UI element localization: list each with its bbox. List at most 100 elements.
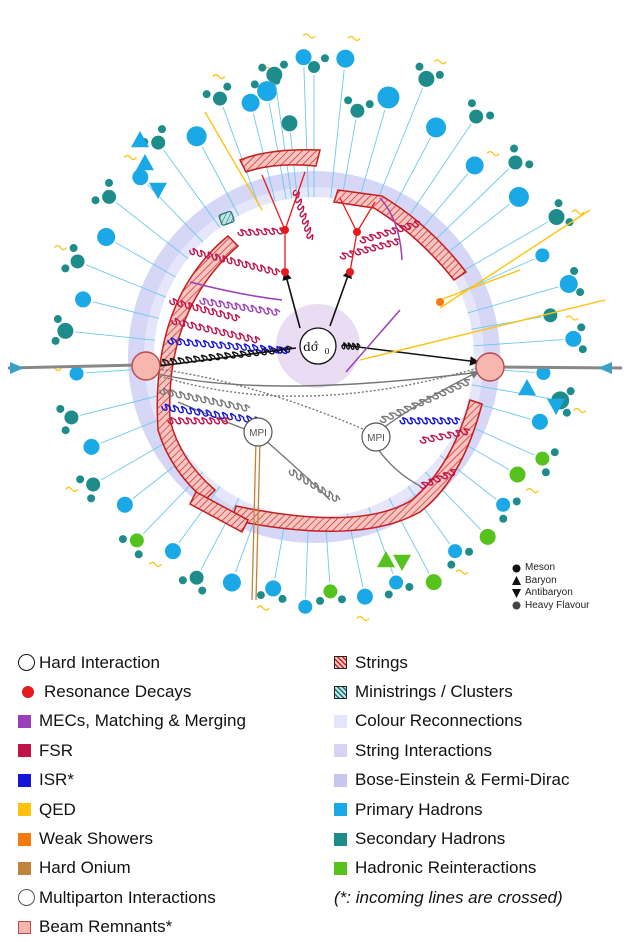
decay-product [525,160,534,169]
hadron [479,528,496,545]
resonance-lines [261,171,376,273]
decay-product [384,590,393,599]
legend-label: Ministrings / Clusters [355,682,513,702]
shape-legend-label: Antibaryon [525,587,573,598]
decay-product [118,535,127,544]
string-segment-top-right [333,189,468,282]
legend-label: FSR [39,740,73,760]
decay-product [499,514,508,523]
hadron-track [178,486,221,544]
photon-wiggle [571,209,585,215]
hadron-track [471,384,550,399]
hadron-track [473,339,564,347]
photon-wiggle [573,407,587,414]
hadron-track [452,221,549,278]
hadron-track [92,301,159,319]
hadron [425,574,442,591]
baryon-triangle [131,131,149,148]
decay-product [550,448,559,457]
legend-label: Weak Showers [39,829,154,849]
hadron-track [201,146,240,216]
hadron [257,81,278,102]
legend-label: String Interactions [355,740,493,760]
legend-item: FSR [18,736,246,765]
hadron-track [115,242,176,278]
legend-label: Hard Onium [39,858,131,878]
hadron-track [407,486,451,545]
event-generator-diagram: dσ̂ 0 MPI MPI [7,33,623,622]
legend-label: Secondary Hadrons [355,829,506,849]
decay-product [69,244,78,253]
hadron [129,533,144,548]
legend-item: Colour Reconnections [334,707,569,736]
baryon-triangle [136,154,154,171]
decay-product [578,345,587,354]
gluon [159,387,251,412]
legend-item: ISR* [18,766,246,795]
hadron-track [80,395,159,416]
gluon [359,220,421,244]
legend-item: Ministrings / Clusters [334,677,569,706]
string-segment-top [238,148,321,173]
gluon [419,428,471,444]
hadron-track [428,168,510,247]
hadron [543,308,558,323]
hadron [469,109,484,124]
gluon [399,417,461,425]
legend-label: Primary Hadrons [355,799,483,819]
decay-product [198,586,207,595]
photon-wiggle [347,35,361,42]
decay-product [467,99,476,108]
hadron [336,49,355,68]
hadron [559,274,578,293]
photon-wiggle [525,488,539,494]
shape-legend-label: Meson [525,562,556,573]
mpi-label-left: MPI [249,428,267,439]
decay-product [566,387,575,396]
decay-product [53,315,62,324]
gluon [171,317,261,344]
antibaryon-triangle [547,398,565,415]
legend-item: Strings [334,648,569,677]
hadron-track [163,149,221,228]
photon-wiggle [65,486,79,492]
decay-product [337,595,346,604]
color-swatch-icon [18,803,31,817]
hadron [323,584,338,599]
shape-legend-item: Antibaryon [511,587,589,600]
hadron [350,103,365,118]
photon-wiggle [565,315,579,321]
hard-onium-line [251,439,261,601]
decay-product [91,196,100,205]
gluon [169,297,241,322]
decay-product [405,582,414,591]
legend-item: Weak Showers [18,824,246,853]
hadron [186,126,207,147]
hadron-track [85,264,166,298]
legend-label: Beam Remnants* [39,917,173,937]
gluon [237,227,286,237]
hadron [86,477,101,492]
footnote: (*: incoming lines are crossed) [334,887,563,907]
hadron [189,570,204,585]
hadron [377,86,400,109]
circle-icon [511,564,521,573]
circle-outline-icon [18,889,35,907]
decay-product [577,323,586,332]
hadron [536,366,551,381]
hard-process-label: dσ̂ [303,340,319,354]
hadron [448,544,463,559]
shape-legend-label: Heavy Flavour [525,599,590,611]
decay-product [76,475,85,484]
circle-outline-icon [18,654,35,672]
hadron [509,466,526,483]
hadron [57,322,74,339]
legend-item: Hadronic Reinteractions [334,854,569,883]
decay-product [554,199,563,208]
hard-process-subscript: 0 [324,347,329,356]
decay-product [465,547,474,556]
decay-product [512,497,521,506]
photon-wiggle [455,569,469,575]
gluon [189,247,281,276]
